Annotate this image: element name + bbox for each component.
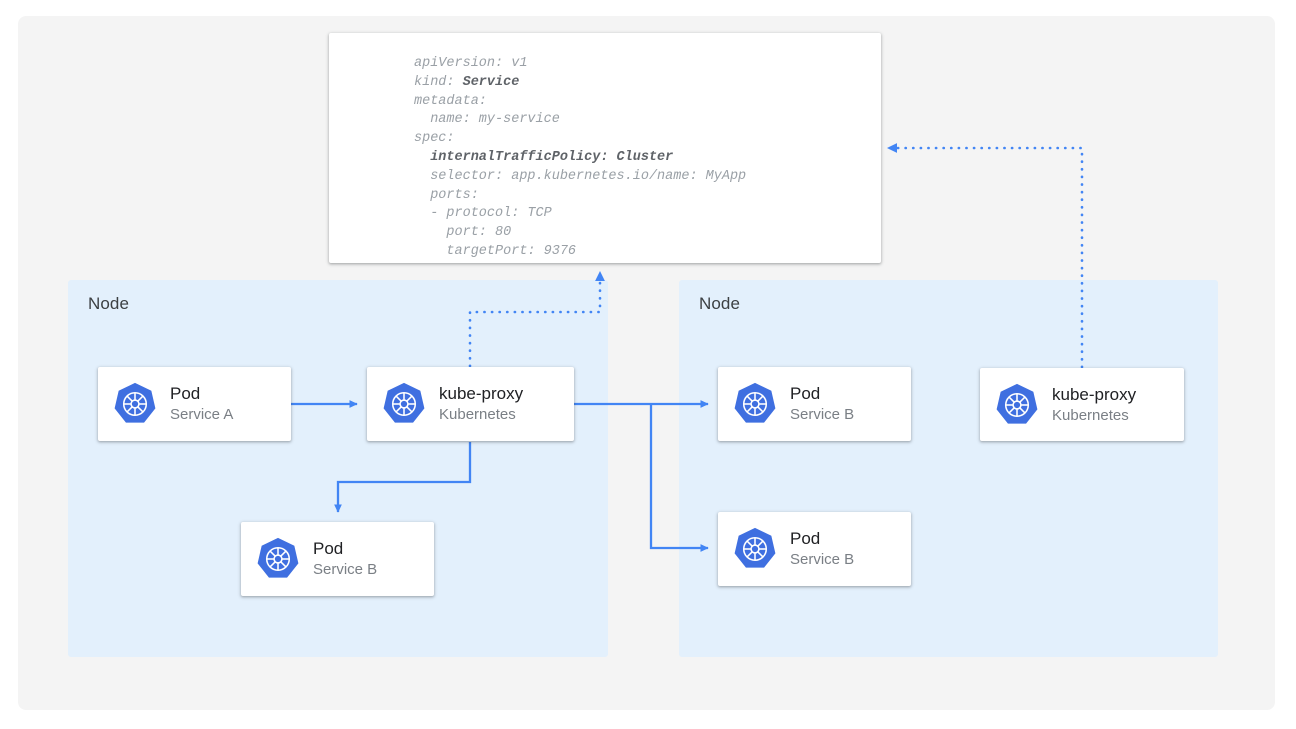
card-subtitle: Service B bbox=[790, 406, 854, 424]
card-title: kube-proxy bbox=[1052, 385, 1136, 405]
node-right-label: Node bbox=[699, 294, 740, 314]
card-title: kube-proxy bbox=[439, 384, 523, 404]
service-yaml-code: apiVersion: v1 kind: Service metadata: n… bbox=[414, 55, 746, 262]
card-subtitle: Kubernetes bbox=[439, 406, 523, 424]
kubernetes-icon bbox=[381, 381, 427, 427]
card-pod-service-a[interactable]: Pod Service A bbox=[98, 367, 291, 441]
card-subtitle: Service B bbox=[790, 551, 854, 569]
service-yaml-card: apiVersion: v1 kind: Service metadata: n… bbox=[329, 33, 881, 263]
kubernetes-icon bbox=[732, 526, 778, 572]
kubernetes-icon bbox=[112, 381, 158, 427]
card-pod-service-b-right-bottom[interactable]: Pod Service B bbox=[718, 512, 911, 586]
card-title: Pod bbox=[790, 384, 854, 404]
card-subtitle: Service B bbox=[313, 561, 377, 579]
card-subtitle: Kubernetes bbox=[1052, 407, 1136, 425]
card-title: Pod bbox=[790, 529, 854, 549]
card-kube-proxy-left[interactable]: kube-proxy Kubernetes bbox=[367, 367, 574, 441]
card-title: Pod bbox=[313, 539, 377, 559]
kubernetes-icon bbox=[732, 381, 778, 427]
node-left: Node bbox=[68, 280, 608, 657]
card-kube-proxy-right[interactable]: kube-proxy Kubernetes bbox=[980, 368, 1184, 441]
card-pod-service-b-right-top[interactable]: Pod Service B bbox=[718, 367, 911, 441]
card-subtitle: Service A bbox=[170, 406, 233, 424]
kubernetes-icon bbox=[255, 536, 301, 582]
node-right: Node bbox=[679, 280, 1218, 657]
node-left-label: Node bbox=[88, 294, 129, 314]
card-title: Pod bbox=[170, 384, 233, 404]
kubernetes-icon bbox=[994, 382, 1040, 428]
card-pod-service-b-left[interactable]: Pod Service B bbox=[241, 522, 434, 596]
